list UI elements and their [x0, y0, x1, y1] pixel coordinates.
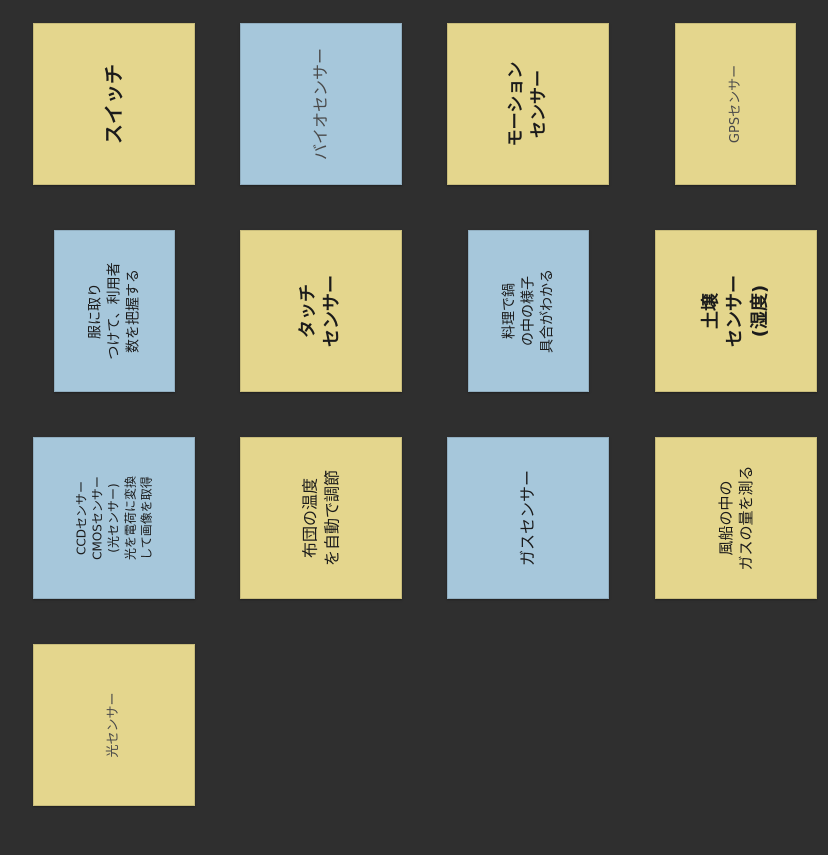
note-text: ガスセンサー	[518, 469, 538, 567]
sticky-note-touch-sensor[interactable]: タッチ センサー	[240, 230, 402, 392]
sticky-note-motion-sensor[interactable]: モーション センサー	[447, 23, 609, 185]
sticky-note-light-sensor[interactable]: 光センサー	[33, 644, 195, 806]
note-text: 布団の温度 を自動で調節	[300, 469, 341, 567]
note-text: 土壌 センサー (湿度)	[700, 275, 771, 347]
sticky-note-soil-sensor[interactable]: 土壌 センサー (湿度)	[655, 230, 817, 392]
sticky-note-ccd-cmos-sensor[interactable]: CCDセンサー CMOSセンサー (光センサー) 光を電荷に変換 して画像を取得	[33, 437, 195, 599]
sticky-note-switch[interactable]: スイッチ	[33, 23, 195, 185]
note-text: CCDセンサー CMOSセンサー (光センサー) 光を電荷に変換 して画像を取得	[74, 475, 154, 561]
sticky-note-cooking-pot[interactable]: 料理で鍋 の中の様子 具合がわかる	[468, 230, 589, 392]
sticky-note-balloon-gas[interactable]: 風船の中の ガスの量を測る	[655, 437, 817, 599]
note-text: バイオセンサー	[311, 47, 331, 161]
note-text: 服に取り つけて、利用者 数を把握する	[87, 262, 141, 360]
sticky-note-gas-sensor[interactable]: ガスセンサー	[447, 437, 609, 599]
note-text: 風船の中の ガスの量を測る	[716, 465, 755, 571]
sticky-note-bio-sensor[interactable]: バイオセンサー	[240, 23, 402, 185]
sticky-note-futon-temperature[interactable]: 布団の温度 を自動で調節	[240, 437, 402, 599]
note-text: 料理で鍋 の中の様子 具合がわかる	[501, 269, 555, 353]
note-text: 光センサー	[106, 692, 122, 758]
note-text: スイッチ	[101, 64, 126, 144]
sticky-note-clothing-counter[interactable]: 服に取り つけて、利用者 数を把握する	[54, 230, 175, 392]
note-text: タッチ センサー	[297, 275, 343, 347]
sticky-note-gps-sensor[interactable]: GPSセンサー	[675, 23, 796, 185]
note-text: モーション センサー	[506, 61, 549, 147]
note-text: GPSセンサー	[727, 64, 743, 144]
